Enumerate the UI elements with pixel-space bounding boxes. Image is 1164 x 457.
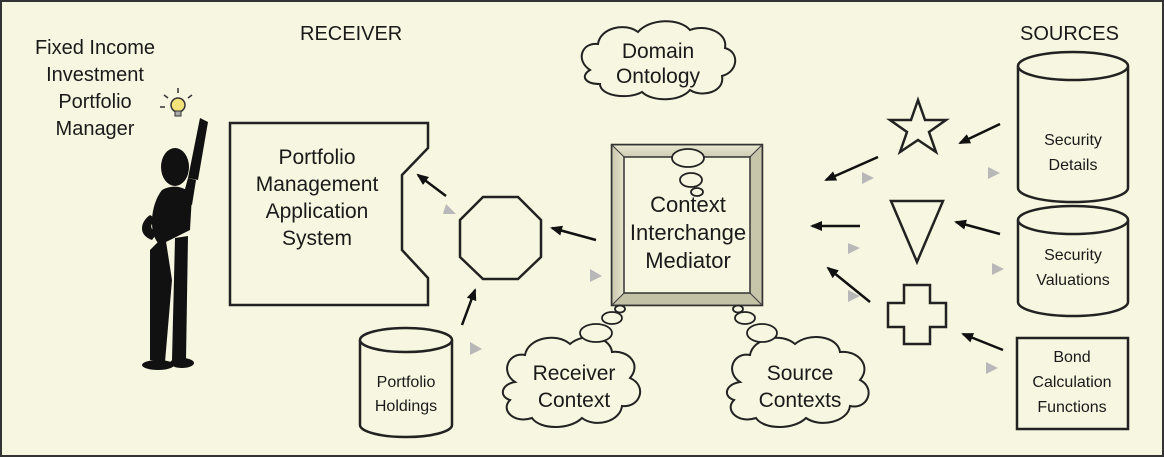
light-arrow-star-to-details <box>988 167 1000 179</box>
context-mediator-label: Context Interchange Mediator <box>630 192 746 273</box>
light-arrow-mediator-to-star <box>862 172 874 184</box>
arrow-details-to-star <box>958 122 1001 145</box>
context-mediator-box <box>610 143 764 307</box>
application-system-label: Portfolio Management Application System <box>256 146 379 250</box>
request-arrows <box>416 122 1004 352</box>
security-valuations-label: Security Valuations <box>1036 247 1110 289</box>
arrow-mediator-to-octagon <box>550 225 597 242</box>
source-thought-bubbles <box>732 304 778 343</box>
light-arrow-mediator-to-cross <box>848 290 860 302</box>
light-arrow-triangle-to-valuations <box>992 263 1004 275</box>
arrow-octagon-to-application <box>416 173 447 197</box>
svg-text:Security: Security <box>1044 247 1102 264</box>
svg-text:Application: Application <box>266 200 369 223</box>
domain-ontology-label: Domain Ontology <box>616 40 701 88</box>
security-details-label: Security Details <box>1044 132 1102 174</box>
security-details-database-icon <box>1016 50 1130 204</box>
portfolio-holdings-label: Portfolio Holdings <box>375 374 437 415</box>
svg-text:Details: Details <box>1049 157 1098 174</box>
svg-text:Portfolio: Portfolio <box>278 146 355 169</box>
receiver-context-label: Receiver Context <box>533 362 616 412</box>
light-arrow-octagon-to-mediator <box>590 269 602 282</box>
svg-text:Portfolio: Portfolio <box>377 374 436 391</box>
svg-text:Security: Security <box>1044 132 1102 149</box>
light-arrow-mediator-to-triangle <box>848 243 860 254</box>
arrow-cross-to-mediator <box>826 266 871 303</box>
arrow-holdings-to-octagon <box>460 288 477 326</box>
manager-figure-icon <box>142 118 208 370</box>
domain-ontology-cloud <box>580 20 737 101</box>
light-arrow-application-to-octagon <box>443 204 456 214</box>
svg-text:Interchange: Interchange <box>630 220 746 245</box>
svg-text:Ontology: Ontology <box>616 65 701 88</box>
security-valuations-database-icon <box>1016 204 1130 318</box>
light-arrow-cross-to-bond <box>986 362 998 374</box>
svg-text:Management: Management <box>256 173 379 196</box>
svg-text:Receiver: Receiver <box>533 362 616 385</box>
arrow-bond-to-cross <box>961 332 1004 352</box>
manager-label: Fixed Income Investment Portfolio Manage… <box>35 37 155 140</box>
arrow-valuations-to-triangle <box>954 219 1001 236</box>
svg-text:Portfolio: Portfolio <box>58 91 131 113</box>
receiver-thought-bubbles <box>579 304 626 343</box>
light-arrow-holdings <box>470 342 482 355</box>
svg-text:Contexts: Contexts <box>759 389 842 412</box>
application-system-box <box>228 121 430 307</box>
svg-text:Context: Context <box>650 192 726 217</box>
receiver-context-cloud <box>501 336 642 428</box>
svg-text:Valuations: Valuations <box>1036 272 1110 289</box>
svg-text:Calculation: Calculation <box>1032 374 1111 391</box>
lightbulb-icon <box>160 88 193 117</box>
arrow-star-to-mediator <box>824 155 879 182</box>
receiver-heading: RECEIVER <box>300 23 402 45</box>
svg-text:Fixed Income: Fixed Income <box>35 37 155 59</box>
source-contexts-label: Source Contexts <box>759 362 842 412</box>
ontology-thought-bubbles <box>671 148 705 197</box>
svg-text:Bond: Bond <box>1053 349 1090 366</box>
svg-text:Context: Context <box>538 389 611 412</box>
svg-text:Manager: Manager <box>56 118 135 140</box>
portfolio-holdings-database-icon <box>358 326 454 439</box>
source-wrapper-star <box>886 96 950 156</box>
sources-heading: SOURCES <box>1020 23 1119 45</box>
source-wrapper-triangle <box>889 199 945 266</box>
receiver-wrapper-octagon <box>458 195 543 281</box>
source-wrapper-cross <box>886 283 948 346</box>
svg-text:Functions: Functions <box>1037 399 1106 416</box>
svg-text:System: System <box>282 227 352 250</box>
svg-text:Domain: Domain <box>622 40 694 63</box>
svg-text:Mediator: Mediator <box>645 248 731 273</box>
bond-functions-box <box>1015 336 1130 431</box>
response-arrows <box>443 167 1004 374</box>
svg-text:Source: Source <box>767 362 834 385</box>
svg-text:Holdings: Holdings <box>375 398 437 415</box>
svg-text:Investment: Investment <box>46 64 144 86</box>
bond-functions-label: Bond Calculation Functions <box>1032 349 1111 416</box>
